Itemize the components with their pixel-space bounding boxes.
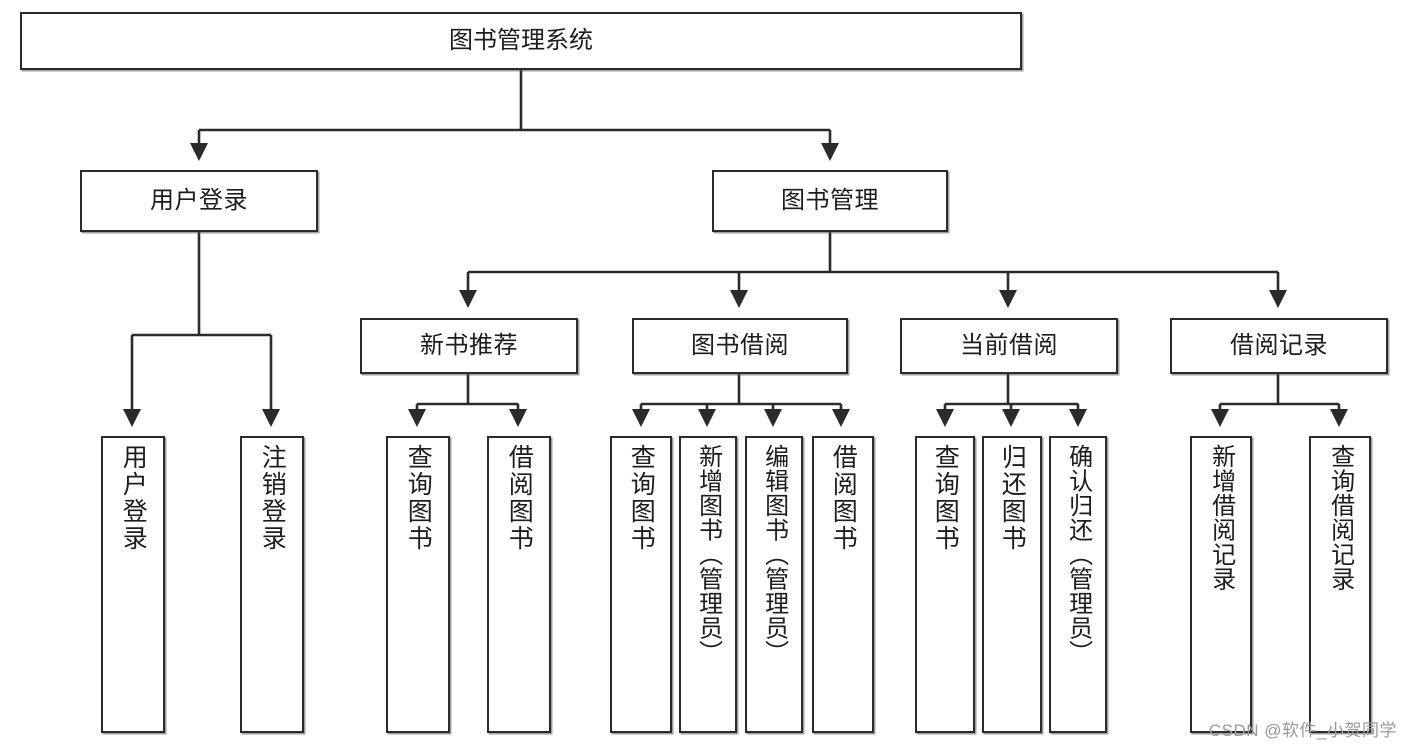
node-label: 当前借阅 <box>960 331 1058 359</box>
node-label: 查询图书 <box>627 444 656 552</box>
node-label: 注销登录 <box>258 444 287 552</box>
node-label: 用户登录 <box>119 444 148 552</box>
node-label: 图书借阅 <box>691 331 789 359</box>
node-new-book-recommend[interactable]: 新书推荐 <box>360 318 578 374</box>
node-current-borrow[interactable]: 当前借阅 <box>900 318 1118 374</box>
node-book-borrow[interactable]: 图书借阅 <box>632 318 848 374</box>
leaf-recommend-borrow-book[interactable]: 借阅图书 <box>487 436 551 733</box>
node-label: 查询图书 <box>931 444 960 552</box>
leaf-borrow-borrow-book[interactable]: 借阅图书 <box>812 436 874 733</box>
leaf-record-query-borrow-record[interactable]: 查询借阅记录 <box>1309 436 1371 733</box>
leaf-record-add-borrow-record[interactable]: 新增借阅记录 <box>1190 436 1252 733</box>
node-label: 新书推荐 <box>420 331 518 359</box>
node-borrow-record[interactable]: 借阅记录 <box>1170 318 1388 374</box>
node-book-management[interactable]: 图书管理 <box>712 170 948 232</box>
node-label: 借阅图书 <box>505 444 534 552</box>
node-label: 新增图书（管理员） <box>694 444 722 665</box>
leaf-borrow-query-book[interactable]: 查询图书 <box>610 436 672 733</box>
node-label: 确认归还（管理员） <box>1064 444 1092 665</box>
node-label: 借阅记录 <box>1230 331 1328 359</box>
leaf-logout[interactable]: 注销登录 <box>240 436 304 733</box>
node-label: 借阅图书 <box>829 444 858 552</box>
leaf-current-confirm-return-admin[interactable]: 确认归还（管理员） <box>1049 436 1107 733</box>
leaf-borrow-add-book-admin[interactable]: 新增图书（管理员） <box>679 436 737 733</box>
node-label: 查询图书 <box>404 444 433 552</box>
leaf-recommend-query-book[interactable]: 查询图书 <box>386 436 450 733</box>
node-label: 图书管理 <box>781 186 879 214</box>
node-label: 用户登录 <box>150 186 248 214</box>
csdn-watermark: CSDN @软件_小贺同学 <box>1208 721 1397 740</box>
node-label: 查询借阅记录 <box>1326 444 1354 591</box>
node-label: 编辑图书（管理员） <box>760 444 788 665</box>
leaf-current-return-book[interactable]: 归还图书 <box>982 436 1042 733</box>
leaf-borrow-edit-book-admin[interactable]: 编辑图书（管理员） <box>745 436 803 733</box>
node-label: 新增借阅记录 <box>1207 444 1235 591</box>
node-label: 图书管理系统 <box>449 26 593 54</box>
node-root-system[interactable]: 图书管理系统 <box>20 12 1022 70</box>
node-user-login[interactable]: 用户登录 <box>80 170 318 232</box>
leaf-current-query-book[interactable]: 查询图书 <box>915 436 975 733</box>
leaf-user-login[interactable]: 用户登录 <box>101 436 165 733</box>
node-label: 归还图书 <box>998 444 1027 552</box>
